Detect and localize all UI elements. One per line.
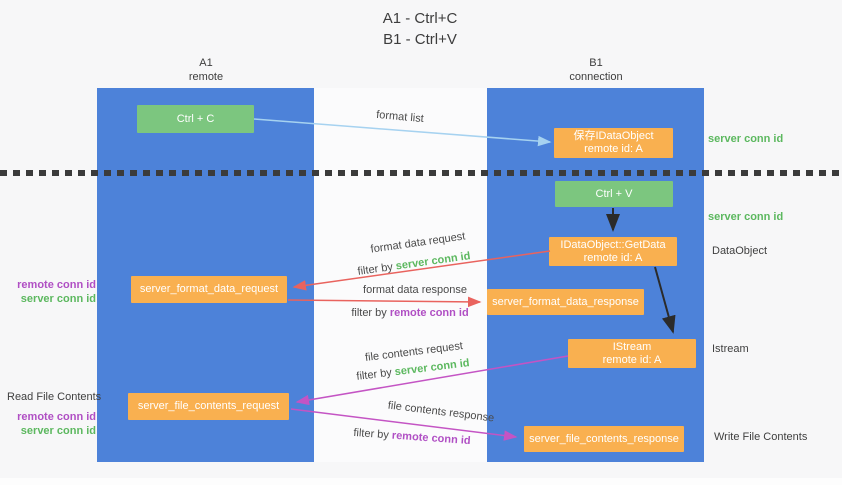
node-server-file-contents-response: server_file_contents_response	[524, 426, 684, 452]
title-line-2: B1 - Ctrl+V	[383, 31, 457, 48]
diagram-title: A1 - Ctrl+C B1 - Ctrl+V	[320, 8, 520, 50]
node-istream-line1: IStream	[612, 340, 652, 353]
label-server-conn-id-mid: server conn id	[708, 211, 784, 223]
lifeline-header-a1: A1 remote	[136, 56, 276, 84]
node-getdata-line2: remote id: A	[583, 251, 643, 264]
bottom-strip	[0, 478, 842, 485]
node-server-file-contents-request: server_file_contents_request	[128, 393, 289, 420]
left-conn-id-block-bottom: remote conn id server conn id	[0, 410, 96, 438]
label-istream: Istream	[712, 343, 749, 355]
node-server-format-data-response: server_format_data_response	[487, 289, 644, 315]
label-server-conn-id: server conn id	[20, 293, 96, 305]
label-server-conn-id-top: server conn id	[708, 133, 784, 145]
label-remote-conn-id: remote conn id	[17, 279, 96, 291]
lifeline-header-b1: B1 connection	[526, 56, 666, 84]
filter-by-text: filter by	[353, 426, 390, 442]
node-istream: IStream remote id: A	[568, 339, 696, 368]
node-istream-line2: remote id: A	[602, 353, 662, 366]
node-ctrl-v: Ctrl + V	[555, 181, 673, 207]
node-save-idataobject-line2: remote id: A	[584, 143, 643, 155]
label-read-file-contents: Read File Contents	[7, 391, 102, 403]
label-format-data-response: format data response	[363, 284, 467, 296]
dotted-divider	[0, 170, 842, 176]
lifeline-b1-name: B1	[589, 57, 603, 69]
lifeline-a1-name: A1	[199, 57, 213, 69]
node-save-idataobject: 保存IDataObject remote id: A	[554, 128, 673, 158]
node-idataobject-getdata: IDataObject::GetData remote id: A	[549, 237, 677, 266]
title-line-1: A1 - Ctrl+C	[382, 10, 458, 27]
node-ctrl-c: Ctrl + C	[137, 105, 254, 133]
node-file-response-label: server_file_contents_response	[529, 432, 679, 445]
node-ctrl-c-label: Ctrl + C	[176, 112, 215, 125]
lifeline-b1-role: connection	[569, 71, 623, 83]
label-remote-conn-id: remote conn id	[17, 411, 96, 423]
node-ctrl-v-label: Ctrl + V	[595, 187, 633, 200]
node-save-idataobject-line1: 保存IDataObject	[573, 130, 654, 142]
label-server-conn-id: server conn id	[20, 425, 96, 437]
remote-conn-id-key: remote conn id	[389, 307, 469, 319]
lifeline-a1-role: remote	[188, 71, 224, 83]
label-write-file-contents: Write File Contents	[714, 431, 808, 443]
left-conn-id-block-mid: remote conn id server conn id	[0, 278, 96, 306]
filter-by-text: filter by	[351, 307, 387, 319]
node-format-request-label: server_format_data_request	[139, 283, 279, 295]
node-server-format-data-request: server_format_data_request	[131, 276, 287, 303]
node-file-request-label: server_file_contents_request	[137, 400, 280, 412]
label-filter-by-remote-conn-id-1: filter by remote conn id	[351, 307, 468, 319]
node-format-response-label: server_format_data_response	[492, 295, 639, 308]
label-dataobject: DataObject	[712, 245, 768, 257]
node-getdata-line1: IDataObject::GetData	[560, 238, 666, 251]
